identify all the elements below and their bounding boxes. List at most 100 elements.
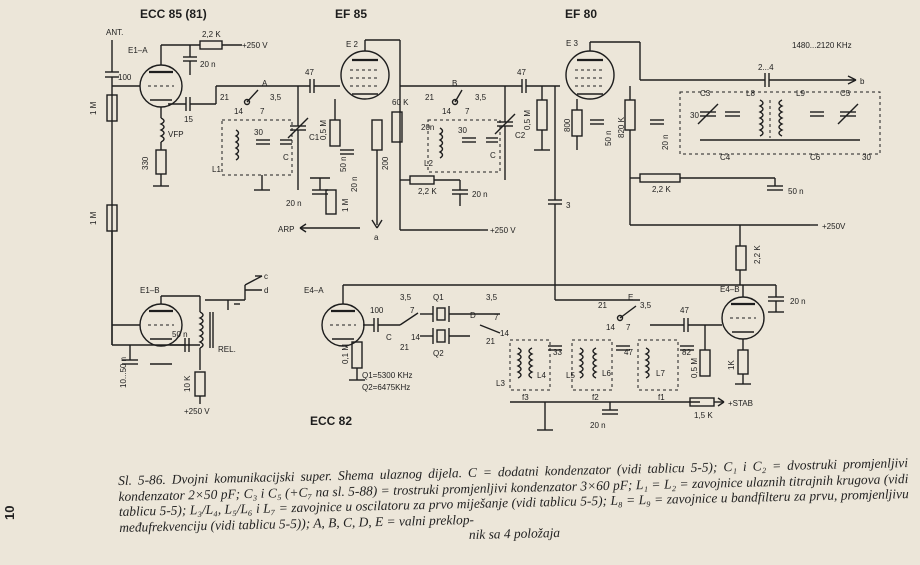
figure-caption: Sl. 5-86. Dvojni komunikacijski super. S… [118, 455, 910, 550]
cap-label-33: 33 [553, 348, 562, 357]
switch-e-pos-14: 14 [606, 323, 615, 332]
label-rel: REL. [218, 345, 236, 354]
resistor-2k2-c [639, 173, 681, 183]
label-stab: +STAB [728, 399, 753, 408]
resistor-2k2-a [199, 40, 223, 50]
cap-label-20n-g: 20 n [661, 134, 670, 150]
cap-label-82: 82 [682, 348, 691, 357]
label-e4b: E4–B [720, 285, 740, 294]
inductor-l8 [758, 99, 764, 137]
label-c5: C5 [840, 89, 851, 98]
switch-c-pos-14: 14 [411, 333, 420, 342]
resistor-200 [371, 119, 383, 151]
cap-label-2-4: 2...4 [758, 63, 774, 72]
label-arp: ARP [278, 225, 294, 234]
inductor-l7 [644, 347, 650, 379]
resistor-label-60k: 60 K [392, 98, 409, 107]
switch-e-pos-21: 21 [598, 301, 607, 310]
cap-label-20n-c: 20 n [286, 199, 302, 208]
switch-a-pos-7: 7 [260, 107, 265, 116]
switch-label-a: A [262, 79, 268, 88]
resistor-label-200: 200 [381, 156, 390, 170]
output-c-label: c [264, 272, 268, 281]
label-f2: f2 [592, 393, 599, 402]
label-c3: C3 [700, 89, 711, 98]
inductor-l5 [578, 347, 584, 379]
inductor-l1 [234, 129, 240, 161]
label-l7: L7 [656, 369, 665, 378]
resistor-2k2-d [735, 245, 747, 271]
switch-c-pos-7: 7 [410, 306, 415, 315]
switch-label-e: E [628, 293, 633, 302]
resistor-05m-b [536, 99, 548, 131]
label-q1: Q1 [433, 293, 444, 302]
label-l2: L2 [424, 159, 433, 168]
cap-label-20n-e: 20 n [472, 190, 488, 199]
cap-label-100b: 100 [370, 306, 384, 315]
tube-title-ef80: EF 80 [565, 7, 597, 21]
tube-title-ef85: EF 85 [335, 7, 367, 21]
cap-label-100a: 100 [118, 73, 132, 82]
resistor-label-15k: 1,5 K [694, 411, 713, 420]
label-c4: C4 [720, 153, 731, 162]
resistor-label-1m-a: 1 M [89, 101, 98, 115]
label-c-2: C [490, 151, 496, 160]
cap-label-50n-b: 50 n [604, 130, 613, 146]
label-l3: L3 [496, 379, 505, 388]
resistor-label-2k2-b: 2,2 K [418, 187, 437, 196]
switch-b-pos-35: 3,5 [475, 93, 487, 102]
inductor-relay [198, 311, 204, 349]
cap-label-20n-b: 20 n [350, 176, 359, 192]
switch-a-pos-21: 21 [220, 93, 229, 102]
resistor-label-330: 330 [141, 156, 150, 170]
label-q2: Q2 [433, 349, 444, 358]
receiver-schematic: ECC 85 (81) EF 85 EF 80 ECC 82 ANT. 100 … [89, 7, 881, 431]
switch-e-pos-35: 3,5 [640, 301, 652, 310]
inductor-l9 [778, 99, 784, 137]
resistor-01m [351, 341, 363, 369]
resistor-820k [624, 99, 636, 131]
label-e1a: E1–A [128, 46, 148, 55]
label-f1: f1 [658, 393, 665, 402]
freq-range-label: 1480...2120 KHz [792, 41, 852, 50]
resistor-330 [155, 149, 167, 175]
output-b-label: b [860, 77, 865, 86]
cap-label-47c: 47 [624, 348, 633, 357]
label-f3: f3 [522, 393, 529, 402]
resistor-05m-c [699, 349, 711, 377]
label-l6: L6 [602, 369, 611, 378]
inductor-l6 [592, 347, 598, 379]
resistor-label-2k2-c: 2,2 K [652, 185, 671, 194]
output-a-label: a [374, 233, 379, 242]
supply-label-250-c: +250V [822, 222, 846, 231]
supply-label-250-a: +250 V [242, 41, 268, 50]
cap-label-50n-d: 50 n [172, 330, 188, 339]
label-l5: L5 [566, 371, 575, 380]
resistor-label-05m-a: 0,5 M [319, 120, 328, 140]
switch-label-b: B [452, 79, 457, 88]
switch-d-pos-7: 7 [494, 313, 499, 322]
label-l1: L1 [212, 165, 221, 174]
resistor-05m-a [329, 119, 341, 147]
resistor-label-10k: 10 K [183, 375, 192, 392]
resistor-label-820k: 820 K [617, 116, 626, 138]
resistor-1m-c [325, 189, 337, 215]
crystal-q2 [436, 329, 446, 343]
resistor-label-1k: 1K [727, 360, 736, 370]
cap-label-47b: 47 [517, 68, 526, 77]
switch-b-pos-14: 14 [442, 107, 451, 116]
resistor-10k [194, 371, 206, 397]
resistor-label-2k2-d: 2,2 K [753, 245, 762, 264]
resistor-2k2-b [409, 175, 435, 185]
inductor-l2 [438, 127, 444, 159]
tube-e3 [565, 50, 615, 100]
resistor-label-2k2-a: 2,2 K [202, 30, 221, 39]
crystal-freq-q1: Q1=5300 KHz [362, 371, 412, 380]
inductor-l3 [516, 347, 522, 379]
label-e3: E 3 [566, 39, 579, 48]
resistor-1m-a [106, 94, 118, 122]
cap-label-20n-d: 20n [421, 123, 434, 132]
switch-b-pos-7: 7 [465, 107, 470, 116]
switch-e-pos-7: 7 [626, 323, 631, 332]
tube-title-ecc82: ECC 82 [310, 414, 352, 428]
